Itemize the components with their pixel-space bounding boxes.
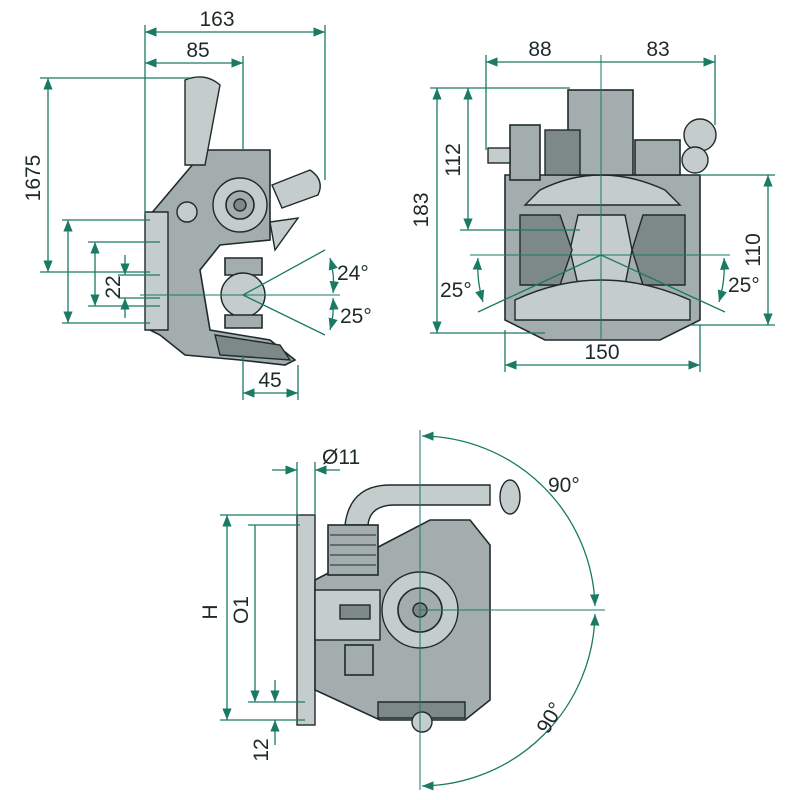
dim-h-label: H — [199, 604, 222, 619]
side-view-part — [144, 76, 321, 366]
side-view: 163 85 1675 22 24° 25° 45 — [22, 8, 372, 400]
dim-o1-label: O1 — [230, 596, 253, 624]
dim-83-label: 83 — [646, 38, 669, 61]
dim-85-label: 85 — [186, 39, 209, 62]
dim-88-label: 88 — [528, 38, 551, 61]
dim-1675-label: 1675 — [22, 155, 45, 202]
angle-left-label: 25° — [440, 279, 472, 302]
angle-right-label: 25° — [728, 274, 760, 297]
diameter-11-label: Ø11 — [322, 446, 360, 469]
front-view-part — [487, 89, 717, 341]
dim-12-label: 12 — [250, 738, 273, 761]
dim-112-label: 112 — [442, 143, 465, 176]
angle-24-label: 24° — [337, 262, 369, 285]
top-view: Ø11 90° 90° H O1 12 — [199, 430, 605, 791]
front-view: 88 83 183 112 110 25° 25° 150 — [410, 38, 775, 372]
angle-25-label: 25° — [340, 305, 372, 328]
dim-110-label: 110 — [742, 233, 765, 266]
dim-150-label: 150 — [584, 341, 619, 364]
angle-90-bottom-label: 90° — [532, 698, 568, 737]
dim-183-label: 183 — [410, 192, 433, 227]
angle-90-top-label: 90° — [548, 474, 580, 497]
dim-163-label: 163 — [199, 8, 234, 31]
dim-22-label: 22 — [102, 275, 125, 298]
top-view-part — [296, 479, 521, 733]
dim-45-label: 45 — [258, 369, 281, 392]
